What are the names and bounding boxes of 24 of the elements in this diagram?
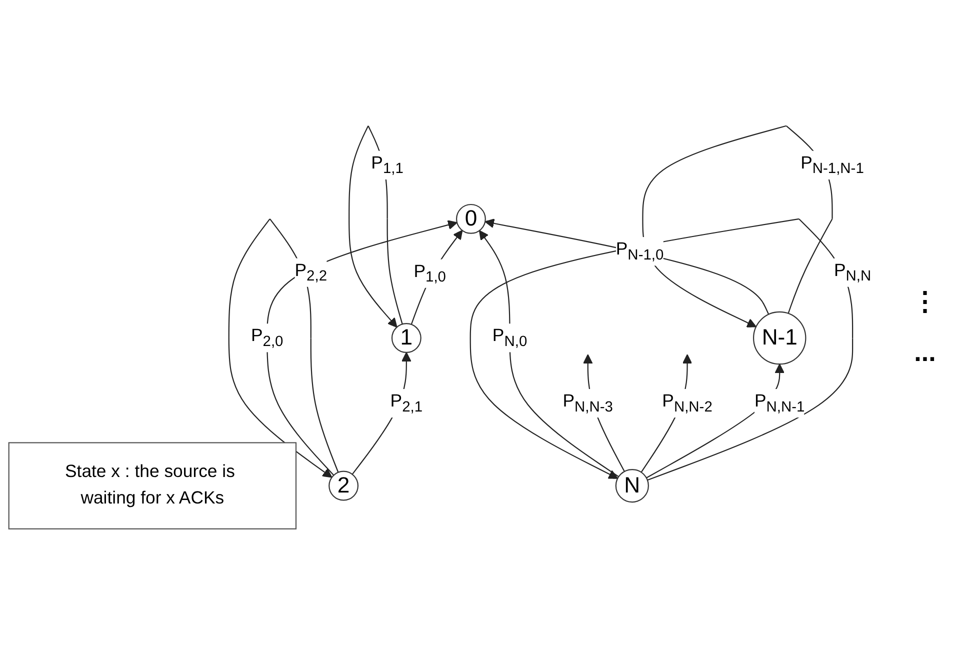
node-circle: N [615, 468, 649, 502]
node-circle: 1 [391, 322, 422, 353]
arrow [646, 363, 784, 478]
node-circle: N-1 [752, 311, 806, 364]
edge-label: P$_{2,1}$ [390, 392, 423, 414]
edge-label: P$_{2,0}$ [250, 326, 284, 349]
edge-label: P$_{N-1,0}$ [616, 240, 664, 262]
ellipsis-mark: ⋮ [912, 286, 938, 317]
edge-label: P$_{1,0}$ [414, 262, 446, 284]
edge-label: P$_{2,2}$ [294, 261, 328, 284]
node-circle: 2 [328, 470, 359, 500]
arrow [410, 230, 463, 324]
arrow [484, 218, 770, 314]
edge-label: P$_{N-1,N-1}$ [800, 154, 864, 176]
edge-label: P$_{N,N-3}$ [562, 392, 613, 414]
node-circle: 0 [456, 204, 486, 234]
edge-label: P$_{N,N-1}$ [754, 392, 805, 414]
edge-label: P$_{1,1}$ [371, 154, 404, 176]
edge-label: P$_{N,0}$ [492, 326, 528, 349]
edge-label: P$_{N,N-2}$ [662, 392, 712, 414]
arrow [478, 230, 619, 477]
edge-label: P$_{N,N}$ [834, 261, 872, 284]
ellipsis-mark: ... [914, 337, 936, 368]
node-box: State x : the source is waiting for x ACKs [8, 442, 297, 530]
